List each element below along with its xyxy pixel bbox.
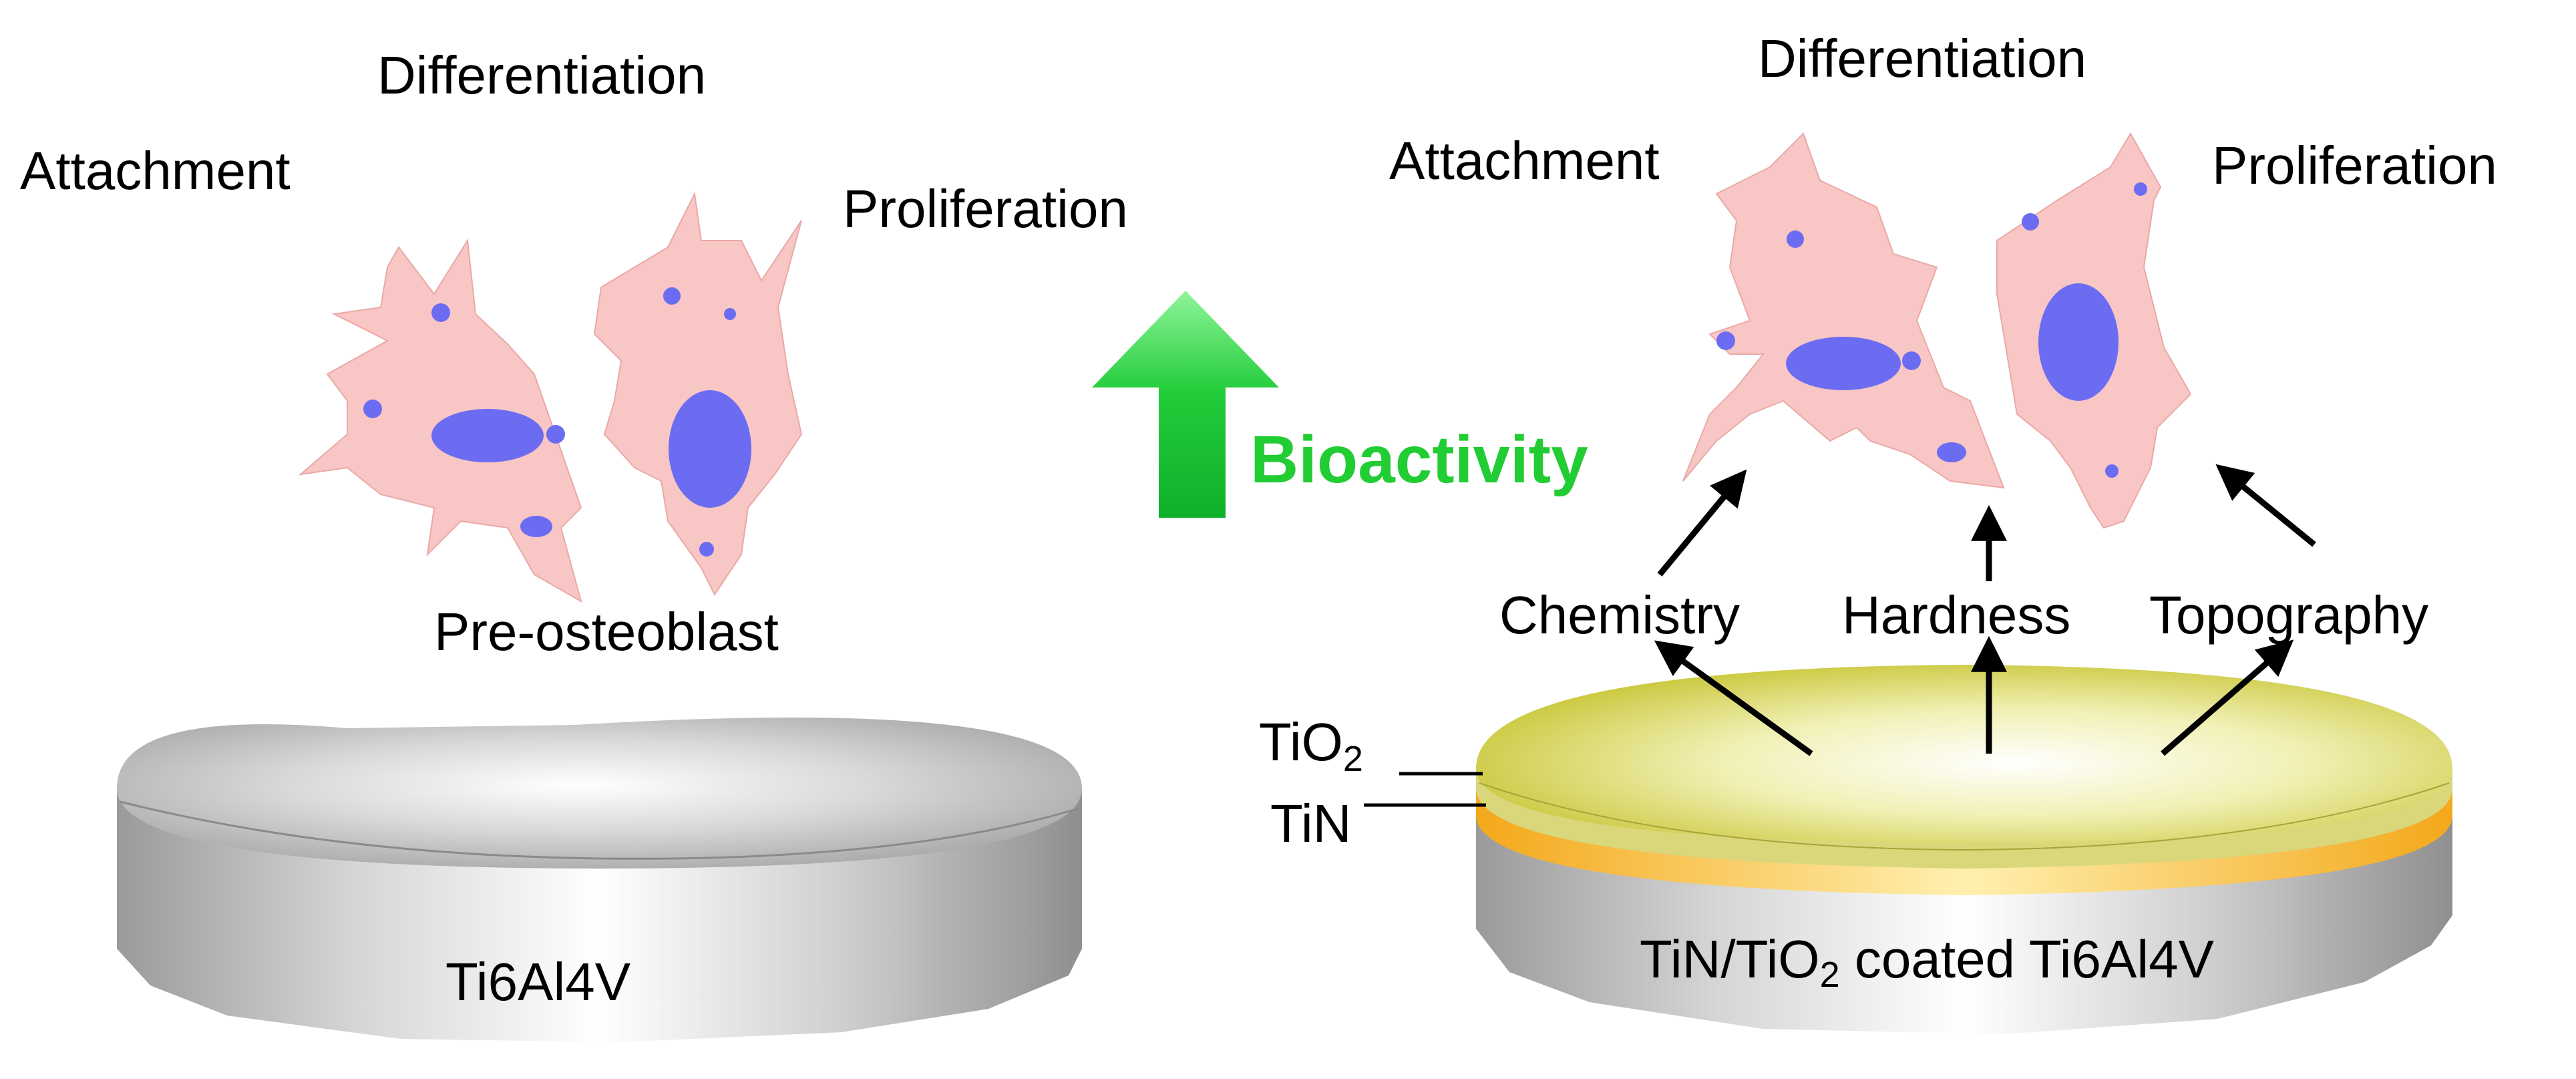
hardness-label: Hardness <box>1842 585 2070 645</box>
nucleus <box>431 409 544 462</box>
left-proliferation-label: Proliferation <box>843 179 1128 239</box>
coated-disc-label-prefix: TiN/TiO <box>1640 929 1820 989</box>
chemistry-label: Chemistry <box>1499 585 1740 645</box>
coated-disc-label: TiN/TiO2 coated Ti6Al4V <box>1640 929 2215 995</box>
tio2-label-subscript: 2 <box>1343 739 1363 779</box>
right-proliferation-label: Proliferation <box>2212 136 2497 195</box>
left-differentiation-label: Differentiation <box>377 45 706 105</box>
bioactivity-indicator: Bioactivity <box>1092 291 1588 518</box>
coated-disc-label-subscript: 2 <box>1820 955 1840 995</box>
arrow-surface-to-chemistry <box>1654 640 1813 756</box>
bioactivity-label: Bioactivity <box>1250 422 1588 497</box>
nucleus-small <box>1787 230 1804 248</box>
coated-disc-label-suffix: coated Ti6Al4V <box>1840 929 2215 989</box>
right-cell-attachment <box>1682 132 2005 489</box>
nucleus-small <box>2134 182 2147 196</box>
left-cell-attachment <box>298 239 582 603</box>
nucleus-small <box>1902 351 1921 370</box>
nucleus-small <box>2105 464 2119 478</box>
nucleus-small <box>699 542 714 557</box>
nucleus-small <box>724 308 736 320</box>
tio2-callout: TiO2 <box>1259 712 1483 779</box>
nucleus-small <box>1716 331 1735 350</box>
right-cell-proliferation <box>1996 132 2192 529</box>
nucleus-small <box>1937 442 1966 462</box>
nucleus-small <box>431 303 450 322</box>
arrow-topography-to-cell <box>2215 464 2316 547</box>
up-arrow-icon <box>1092 291 1279 518</box>
nucleus <box>1786 337 1901 390</box>
pre-osteoblast-label: Pre-osteoblast <box>434 602 779 661</box>
right-attachment-label: Attachment <box>1389 131 1660 190</box>
right-differentiation-label: Differentiation <box>1758 29 2086 88</box>
arrow-surface-to-topography <box>2161 639 2294 756</box>
tin-callout: TiN <box>1270 794 1486 853</box>
nucleus <box>2038 283 2119 401</box>
left-attachment-label: Attachment <box>20 141 291 200</box>
nucleus <box>669 390 751 508</box>
nucleus-small <box>663 287 681 305</box>
nucleus-small <box>520 516 552 537</box>
tin-label: TiN <box>1270 794 1351 853</box>
nucleus-small <box>546 425 565 444</box>
nucleus-small <box>2022 213 2039 230</box>
arrow-chemistry-to-cell <box>1657 469 1747 577</box>
nucleus-small <box>363 400 382 418</box>
ti6al4v-disc: Ti6Al4V <box>117 718 1082 1042</box>
left-panel: Differentiation Attachment Proliferation… <box>20 45 1128 1042</box>
left-cell-proliferation <box>593 191 803 596</box>
coated-disc: TiN/TiO2 coated Ti6Al4V <box>1476 665 2452 1034</box>
tio2-label: TiO2 <box>1259 712 1363 779</box>
topography-label: Topography <box>2149 585 2428 645</box>
ti6al4v-label: Ti6Al4V <box>445 952 631 1012</box>
right-panel: Differentiation Attachment Proliferation… <box>1259 29 2497 1034</box>
tio2-label-base: TiO <box>1259 712 1343 772</box>
